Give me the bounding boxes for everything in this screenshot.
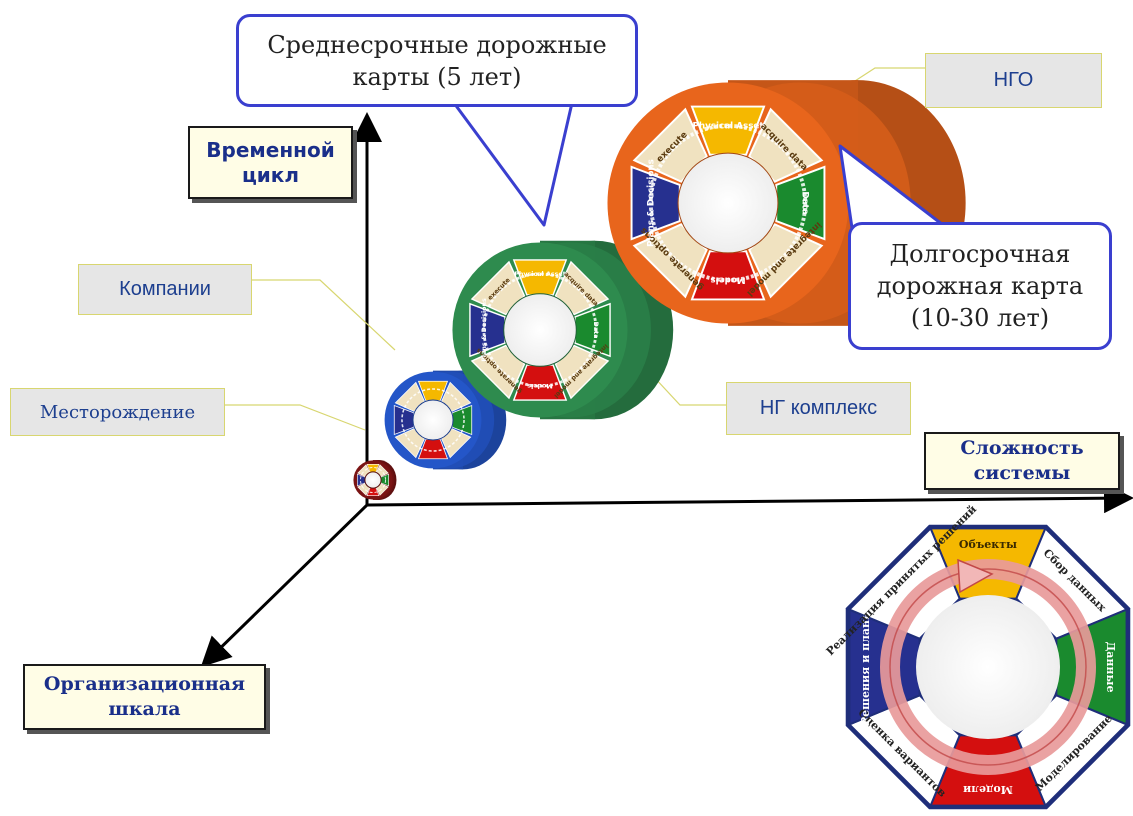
callout-midterm: Среднесрочные дорожные карты (5 лет) [236,14,638,107]
level-tag-companies: Компании [78,264,252,315]
cylinder-ngo-label-7: Plans & Decisions [646,159,656,247]
cylinder-complex-label-7: Plans & Decisions [480,298,488,362]
cylinder-companies-hole [412,399,454,441]
leader-lines [225,67,925,431]
level-tag-field: Месторождение [10,388,225,436]
ru-wheel-label-3: Данные [1104,641,1117,692]
cylinder-ngo-label-3: Data [800,191,810,214]
cylinder-field-cycle-ring [359,466,387,494]
callout-tail-midterm [452,101,574,227]
axis-label-system-complexity: Сложность системы [924,432,1120,490]
ru-cycle-arrowhead [957,558,994,594]
ru-wheel-label-1: Объекты [959,538,1017,551]
level-tag-ngo: НГО [925,53,1102,108]
ru-wheel-label-7: Решения и планы [859,609,872,725]
level-tag-complex: НГ комплекс [726,382,911,435]
axis-label-time-cycle: Временной цикл [188,126,353,199]
cylinder-field-hole [364,471,382,489]
cylinder-complex-cycle-ring [482,272,598,388]
ru-wheel-label-5: Модели [963,783,1013,796]
callout-tails [452,101,949,230]
cylinder-complex-label-1: Physical Asset [514,270,566,278]
callout-longterm: Долгосрочная дорожная карта (10-30 лет) [848,222,1112,350]
axes [200,112,1133,668]
axis-label-org-scale: Организационная шкала [23,664,266,730]
cylinder-companies-cycle-ring [401,388,465,452]
cylinder-field [353,460,397,500]
leader-field [225,404,366,431]
leader-companies [252,279,396,351]
cylinder-ngo-cycle-ring [648,123,808,283]
cylinder-complex-label-5: Models [527,382,553,390]
diagonal-axis [200,503,369,668]
cylinder-ngo-label-1: Physical Asset [692,121,763,131]
cylinder-ngo-hole [677,152,779,254]
cylinder-complex-label-3: Data [592,322,600,339]
cylinder-ngo-label-5: Models [710,275,745,285]
ru-wheel-center [916,595,1060,739]
ru-cycle-arrow-edge [889,568,1087,766]
cylinder-complex-hole [503,293,577,367]
horizontal-axis [366,483,1133,514]
